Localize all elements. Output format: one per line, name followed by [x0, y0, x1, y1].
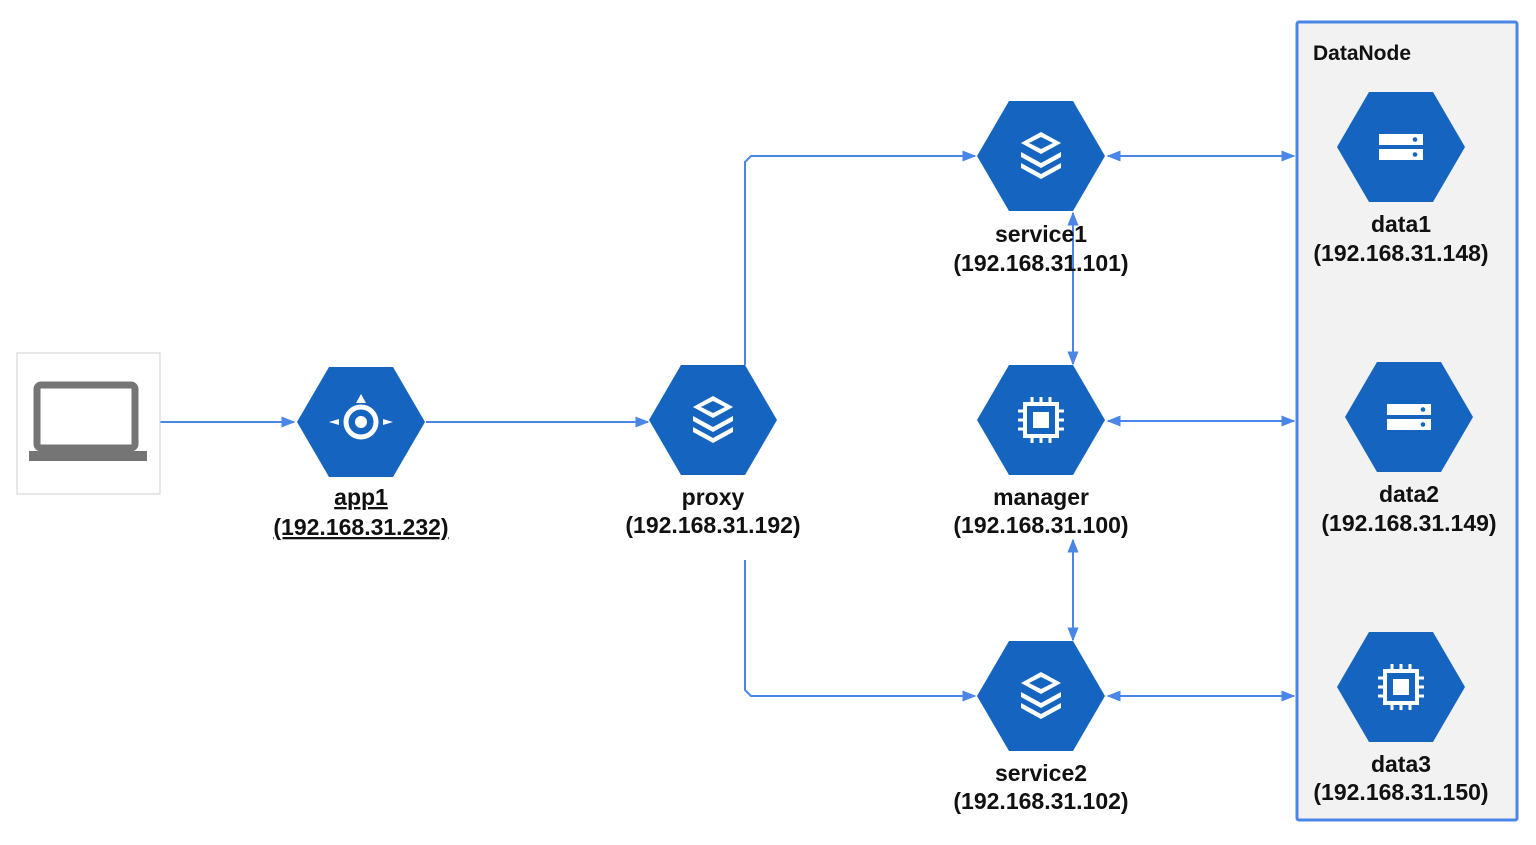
node-service1[interactable]	[977, 101, 1105, 211]
node-service1-name: service1	[995, 221, 1087, 247]
node-app1-ip: (192.168.31.232)	[273, 514, 448, 540]
node-manager-ip: (192.168.31.100)	[953, 512, 1128, 538]
node-data2-name: data2	[1379, 481, 1439, 507]
node-data3-ip: (192.168.31.150)	[1313, 779, 1488, 805]
laptop-icon	[29, 381, 147, 461]
node-data1-name: data1	[1371, 211, 1431, 237]
node-proxy[interactable]	[649, 365, 777, 475]
node-service2[interactable]	[977, 641, 1105, 751]
client-laptop[interactable]	[16, 352, 161, 495]
cpu-chip-icon	[1376, 662, 1426, 712]
node-service2-name: service2	[995, 760, 1087, 786]
node-data2-ip: (192.168.31.149)	[1321, 510, 1496, 536]
node-data3-name: data3	[1371, 751, 1431, 777]
node-manager[interactable]	[977, 365, 1105, 475]
node-app1[interactable]	[297, 367, 425, 477]
node-manager-name: manager	[993, 484, 1089, 510]
edge-proxy-service2	[744, 560, 977, 702]
node-proxy-name: proxy	[682, 484, 745, 510]
node-data1-ip: (192.168.31.148)	[1313, 240, 1488, 266]
datanode-group-label: DataNode	[1313, 42, 1411, 65]
edges	[160, 150, 1296, 702]
edge-proxy-service1	[744, 150, 977, 365]
node-service2-ip: (192.168.31.102)	[953, 788, 1128, 814]
node-service1-ip: (192.168.31.101)	[953, 250, 1128, 276]
cpu-chip-icon	[1016, 395, 1066, 445]
node-app1-name: app1	[334, 484, 388, 510]
node-proxy-ip: (192.168.31.192)	[625, 512, 800, 538]
